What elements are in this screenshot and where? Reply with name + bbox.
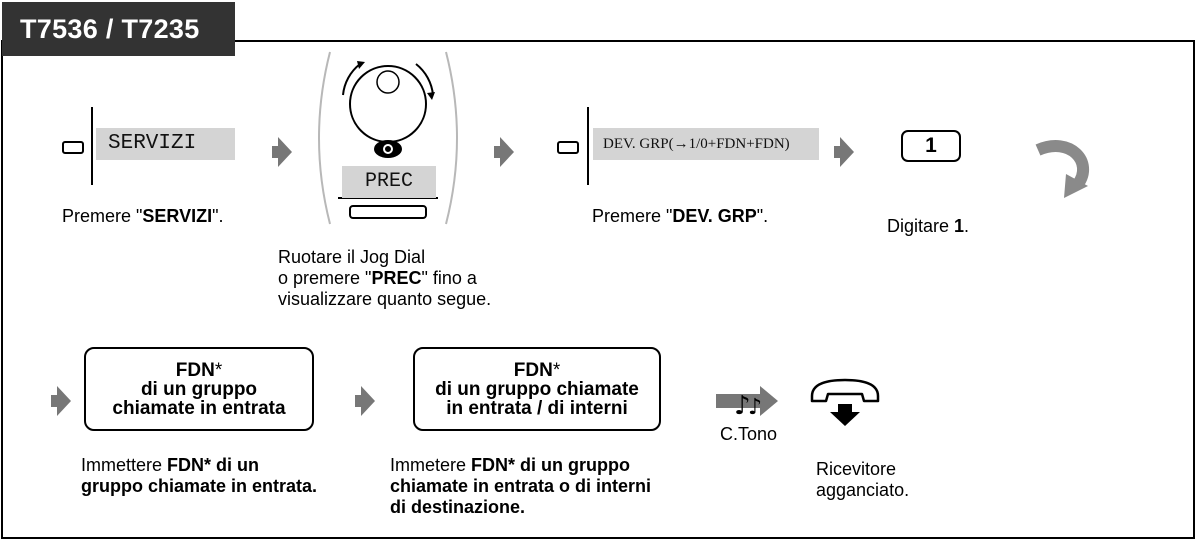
step-arrow-icon [272, 137, 292, 167]
fdn-incoming-group-box: FDN* di un gruppo chiamate in entrata [84, 347, 314, 431]
dial-key-1: 1 [901, 130, 961, 162]
confirmation-tone-icon: ♪ ♪ [716, 386, 778, 421]
svg-text:♪: ♪ [734, 391, 751, 421]
display-edge-line [587, 107, 589, 185]
display-prec: PREC [342, 166, 436, 198]
caption-step1: Premere "SERVIZI". [62, 206, 224, 226]
step-arrow-icon [834, 137, 854, 167]
soft-key-icon [62, 141, 84, 154]
step-arrow-icon [51, 386, 71, 416]
display-dev-grp: DEV. GRP(→1/0+FDN+FDN) [593, 128, 819, 160]
display-edge-line [91, 107, 93, 185]
handset-on-hook-icon [810, 378, 880, 426]
caption-step2: Ruotare il Jog Dial o premere "PREC" fin… [278, 247, 492, 309]
tone-label: C.Tono [720, 424, 778, 444]
diagram-frame [1, 40, 1195, 539]
jog-dial-icon [318, 51, 458, 225]
caption-step3: Premere "DEV. GRP". [592, 206, 769, 226]
caption-step8: Ricevitore agganciato. [816, 459, 910, 500]
model-tag: T7536 / T7235 [2, 2, 235, 56]
step-arrow-icon [494, 137, 514, 167]
caption-step4: Digitare 1. [887, 216, 970, 236]
display-servizi: SERVIZI [96, 128, 235, 160]
continue-curve-arrow-icon [1035, 140, 1090, 198]
fdn-incoming-extension-group-box: FDN* di un gruppo chiamate in entrata / … [413, 347, 661, 431]
caption-step6: Immetere FDN* di un gruppo chiamate in e… [390, 455, 652, 517]
step-arrow-icon [355, 386, 375, 416]
svg-text:♪: ♪ [748, 395, 762, 420]
caption-step5: Immettere FDN* di un gruppo chiamate in … [81, 455, 318, 496]
soft-key-icon [557, 141, 579, 154]
